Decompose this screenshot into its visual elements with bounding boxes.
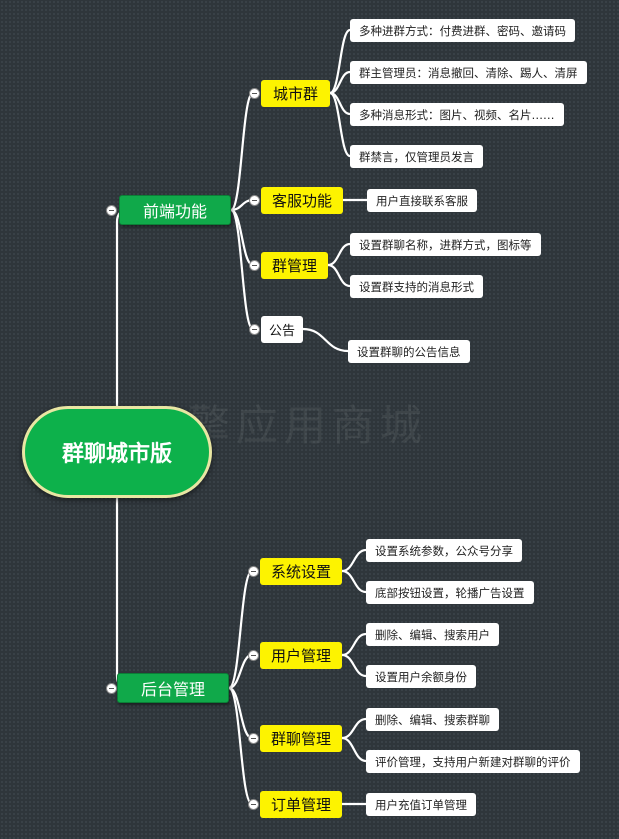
connector bbox=[115, 208, 131, 408]
connector bbox=[301, 327, 350, 353]
sub-node-0-2[interactable]: 群管理 bbox=[261, 252, 328, 279]
leaf-node-1-2-0[interactable]: 删除、编辑、搜索群聊 bbox=[366, 708, 499, 731]
branch-toggle-1[interactable] bbox=[105, 682, 117, 694]
sub-toggle-0-2[interactable] bbox=[248, 259, 260, 271]
leaf-node-0-0-1[interactable]: 群主管理员：消息撤回、清除、踢人、清屏 bbox=[350, 61, 587, 84]
leaf-node-1-0-1[interactable]: 底部按钮设置，轮播广告设置 bbox=[366, 581, 534, 604]
branch-node-1[interactable]: 后台管理 bbox=[117, 673, 229, 703]
connector bbox=[229, 91, 255, 212]
connector bbox=[340, 736, 368, 763]
root-node[interactable]: 群聊城市版 bbox=[22, 406, 212, 498]
leaf-node-0-1-0[interactable]: 用户直接联系客服 bbox=[367, 189, 477, 212]
connector bbox=[326, 263, 352, 288]
leaf-node-0-0-0[interactable]: 多种进群方式：付费进群、密码、邀请码 bbox=[350, 19, 575, 42]
branch-node-0[interactable]: 前端功能 bbox=[119, 195, 231, 225]
connector bbox=[115, 496, 131, 690]
sub-node-0-3[interactable]: 公告 bbox=[261, 316, 303, 343]
leaf-node-1-1-1[interactable]: 设置用户余额身份 bbox=[366, 665, 476, 688]
sub-toggle-1-0[interactable] bbox=[247, 565, 259, 577]
leaf-node-0-2-0[interactable]: 设置群聊名称，进群方式，图标等 bbox=[350, 233, 541, 256]
leaf-node-0-0-2[interactable]: 多种消息形式：图片、视频、名片…… bbox=[350, 103, 564, 126]
sub-node-1-0[interactable]: 系统设置 bbox=[260, 558, 342, 585]
leaf-node-0-0-3[interactable]: 群禁言，仅管理员发言 bbox=[350, 145, 483, 168]
sub-node-1-3[interactable]: 订单管理 bbox=[260, 791, 342, 818]
connector bbox=[340, 653, 368, 678]
connector bbox=[227, 686, 254, 806]
connector bbox=[227, 569, 254, 690]
leaf-node-1-2-1[interactable]: 评价管理，支持用户新建对群聊的评价 bbox=[366, 750, 580, 773]
leaf-node-1-3-0[interactable]: 用户充值订单管理 bbox=[366, 793, 476, 816]
sub-toggle-1-1[interactable] bbox=[247, 649, 259, 661]
sub-toggle-1-3[interactable] bbox=[247, 798, 259, 810]
branch-toggle-0[interactable] bbox=[105, 204, 117, 216]
connector bbox=[340, 548, 368, 573]
leaf-node-0-2-1[interactable]: 设置群支持的消息形式 bbox=[350, 275, 483, 298]
sub-node-0-0[interactable]: 城市群 bbox=[261, 80, 330, 107]
sub-toggle-0-1[interactable] bbox=[248, 194, 260, 206]
connector bbox=[340, 632, 368, 657]
leaf-node-0-3-0[interactable]: 设置群聊的公告信息 bbox=[348, 340, 470, 363]
connector bbox=[229, 208, 255, 331]
leaf-node-1-0-0[interactable]: 设置系统参数，公众号分享 bbox=[366, 539, 522, 562]
connector bbox=[326, 242, 352, 267]
connector bbox=[340, 717, 368, 740]
sub-node-1-2[interactable]: 群聊管理 bbox=[260, 725, 342, 752]
connector bbox=[227, 686, 254, 740]
sub-toggle-0-0[interactable] bbox=[248, 87, 260, 99]
leaf-node-1-1-0[interactable]: 删除、编辑、搜索用户 bbox=[366, 623, 499, 646]
connector bbox=[328, 91, 352, 158]
connector bbox=[340, 569, 368, 594]
sub-toggle-1-2[interactable] bbox=[247, 732, 259, 744]
sub-node-0-1[interactable]: 客服功能 bbox=[261, 187, 343, 214]
sub-toggle-0-3[interactable] bbox=[248, 323, 260, 335]
sub-node-1-1[interactable]: 用户管理 bbox=[260, 642, 342, 669]
